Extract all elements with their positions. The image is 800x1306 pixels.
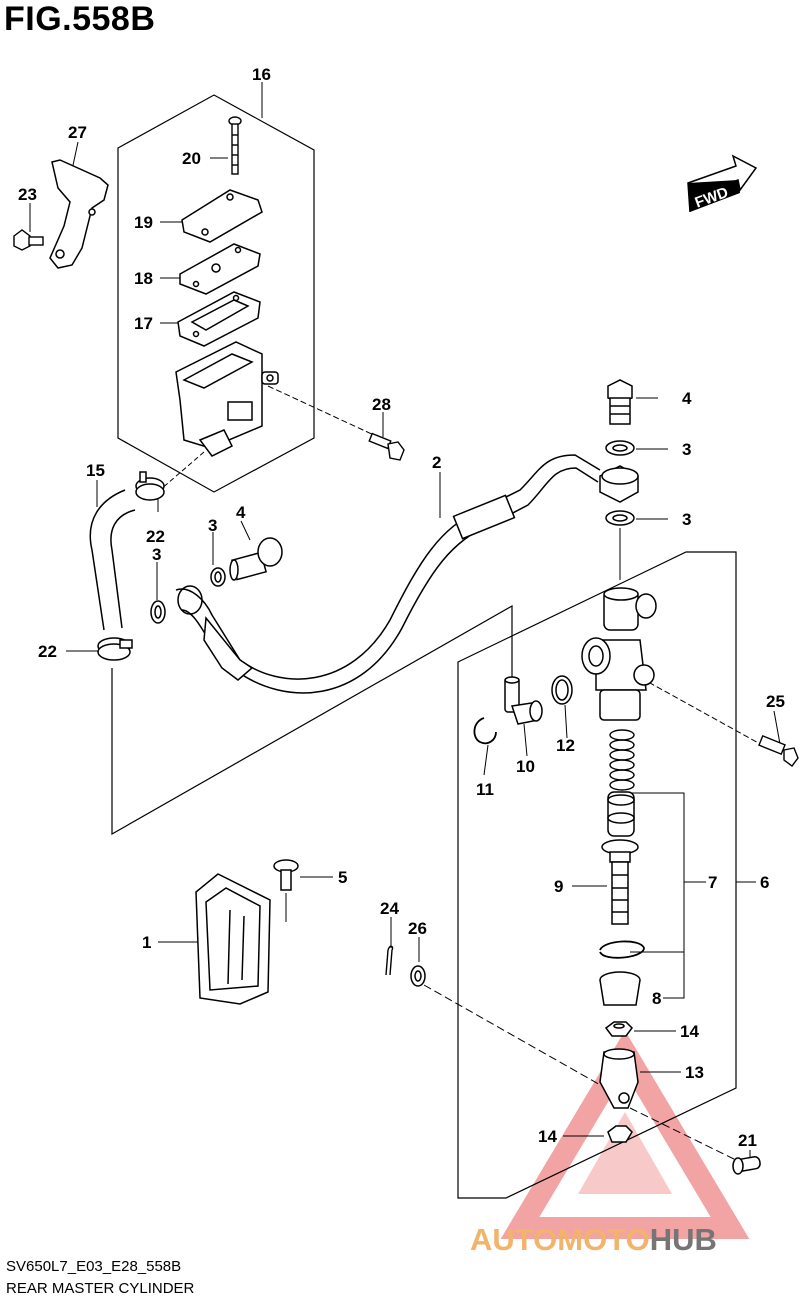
callout-22-upper: 22 — [146, 527, 165, 546]
callout-19: 19 — [134, 213, 153, 232]
part-20-screw-icon — [228, 116, 242, 175]
callout-18: 18 — [134, 269, 153, 288]
callout-21: 21 — [738, 1131, 757, 1150]
callout-6: 6 — [760, 873, 769, 892]
part-1-cover-icon — [195, 873, 271, 1005]
callout-2: 2 — [432, 453, 441, 472]
part-22-clamp-icon — [135, 471, 165, 501]
watermark-triangle — [500, 1030, 750, 1239]
figure-title: FIG.558B — [4, 0, 156, 38]
part-28-bolt-icon — [368, 432, 405, 461]
callout-3-right-lower: 3 — [682, 510, 691, 529]
part-24-cotter-pin-icon — [385, 945, 394, 976]
figure-code: SV650L7_E03_E28_558B — [6, 1258, 182, 1275]
part-18-plate-icon — [179, 243, 261, 295]
part-9-push-rod-icon — [601, 839, 639, 925]
callout-1: 1 — [142, 933, 151, 952]
spring-icon — [609, 729, 635, 791]
callout-26: 26 — [408, 919, 427, 938]
callout-22-lower: 22 — [38, 642, 57, 661]
part-26-washer-icon — [410, 965, 426, 987]
part-15-hose-icon — [89, 489, 136, 631]
callout-17: 17 — [134, 314, 153, 333]
reservoir-body-icon — [175, 341, 279, 457]
callout-8: 8 — [652, 989, 661, 1008]
master-cylinder-body-icon — [581, 587, 657, 721]
part-3-washer-icon — [150, 567, 226, 624]
fwd-arrow-icon: FWD — [687, 154, 758, 213]
part-7-piston-set-icon — [607, 791, 635, 837]
part-14-nut-icon — [604, 1021, 633, 1143]
circlip-icon — [599, 940, 645, 959]
part-23-bolt-icon — [13, 229, 44, 251]
callout-5: 5 — [338, 868, 347, 887]
callout-3-right-upper: 3 — [682, 440, 691, 459]
callout-7: 7 — [708, 873, 717, 892]
part-8-boot-icon — [599, 971, 641, 1006]
part-4-banjo-bolt-right-icon — [607, 379, 633, 425]
figure-name: REAR MASTER CYLINDER — [6, 1280, 195, 1297]
callout-14-upper: 14 — [680, 1022, 699, 1041]
callout-23: 23 — [18, 185, 37, 204]
callout-4-right: 4 — [682, 389, 692, 408]
callout-11: 11 — [476, 780, 494, 799]
part-19-cap-icon — [181, 189, 263, 243]
part-22-clamp-lower-icon — [97, 637, 133, 661]
callout-14-lower: 14 — [538, 1127, 557, 1146]
group-frame-16 — [117, 94, 315, 493]
part-4-banjo-bolt-icon — [229, 537, 283, 581]
part-17-diaphragm-icon — [177, 291, 261, 347]
callout-28: 28 — [372, 395, 391, 414]
part-12-oring-icon — [551, 675, 573, 705]
part-10-elbow-icon — [504, 676, 543, 725]
callout-24: 24 — [380, 899, 399, 918]
watermark-part1: AUTOMOTO — [470, 1222, 650, 1257]
part-21-pin-icon — [732, 1156, 761, 1175]
part-11-circlip-icon — [473, 717, 497, 745]
group-frame-6 — [457, 551, 737, 1199]
part-25-bolt-icon — [758, 734, 799, 767]
callout-9: 9 — [554, 877, 563, 896]
callout-4-left: 4 — [236, 503, 246, 522]
callout-27: 27 — [68, 123, 87, 142]
part-2-brake-hose-icon — [175, 454, 601, 694]
watermark-part2: HUB — [649, 1222, 717, 1257]
callout-16: 16 — [252, 65, 271, 84]
callout-3-left-lower: 3 — [152, 545, 161, 564]
part-13-clevis-icon — [599, 1048, 639, 1109]
callout-20: 20 — [182, 149, 201, 168]
callout-12: 12 — [556, 736, 575, 755]
callout-13: 13 — [685, 1063, 704, 1082]
part-3-washer-right-icon — [599, 440, 639, 526]
callout-15: 15 — [86, 461, 105, 480]
callout-25: 25 — [766, 692, 785, 711]
part-27-bracket-icon — [49, 159, 109, 269]
part-5-screw-icon — [273, 859, 299, 891]
callout-3-left-upper: 3 — [208, 516, 217, 535]
group-frame-hose — [111, 604, 513, 836]
watermark-text: AUTOMOTOHUB — [470, 1222, 717, 1258]
callout-10: 10 — [516, 757, 535, 776]
